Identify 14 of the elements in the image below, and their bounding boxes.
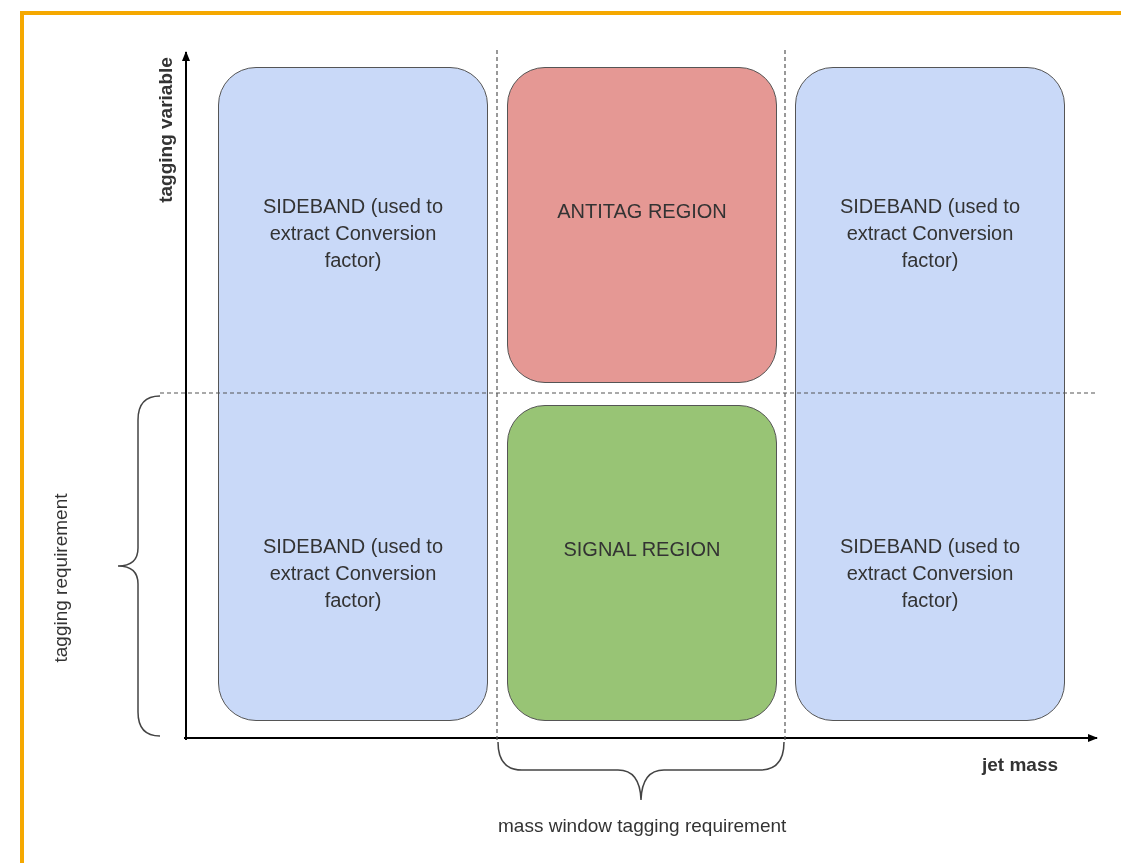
brace-label: mass window tagging requirement bbox=[498, 815, 787, 837]
sideband-region-box bbox=[795, 67, 1065, 721]
antitag-region-box bbox=[507, 67, 777, 383]
sideband-region-box bbox=[218, 67, 488, 721]
region-label: SIDEBAND (used to extract Conversion factor) bbox=[261, 534, 445, 613]
brace-label: tagging requirement bbox=[49, 493, 71, 663]
region-label: ANTITAG REGION bbox=[557, 199, 727, 224]
region-label: SIDEBAND (used to extract Conversion factor) bbox=[261, 194, 445, 273]
axis-title: tagging variable bbox=[154, 57, 177, 203]
region-label: SIGNAL REGION bbox=[563, 537, 721, 562]
axis-title: jet mass bbox=[982, 754, 1059, 776]
region-label: SIDEBAND (used to extract Conversion factor) bbox=[838, 194, 1022, 273]
signal-region-box bbox=[507, 405, 777, 721]
region-label: SIDEBAND (used to extract Conversion factor) bbox=[838, 534, 1022, 613]
